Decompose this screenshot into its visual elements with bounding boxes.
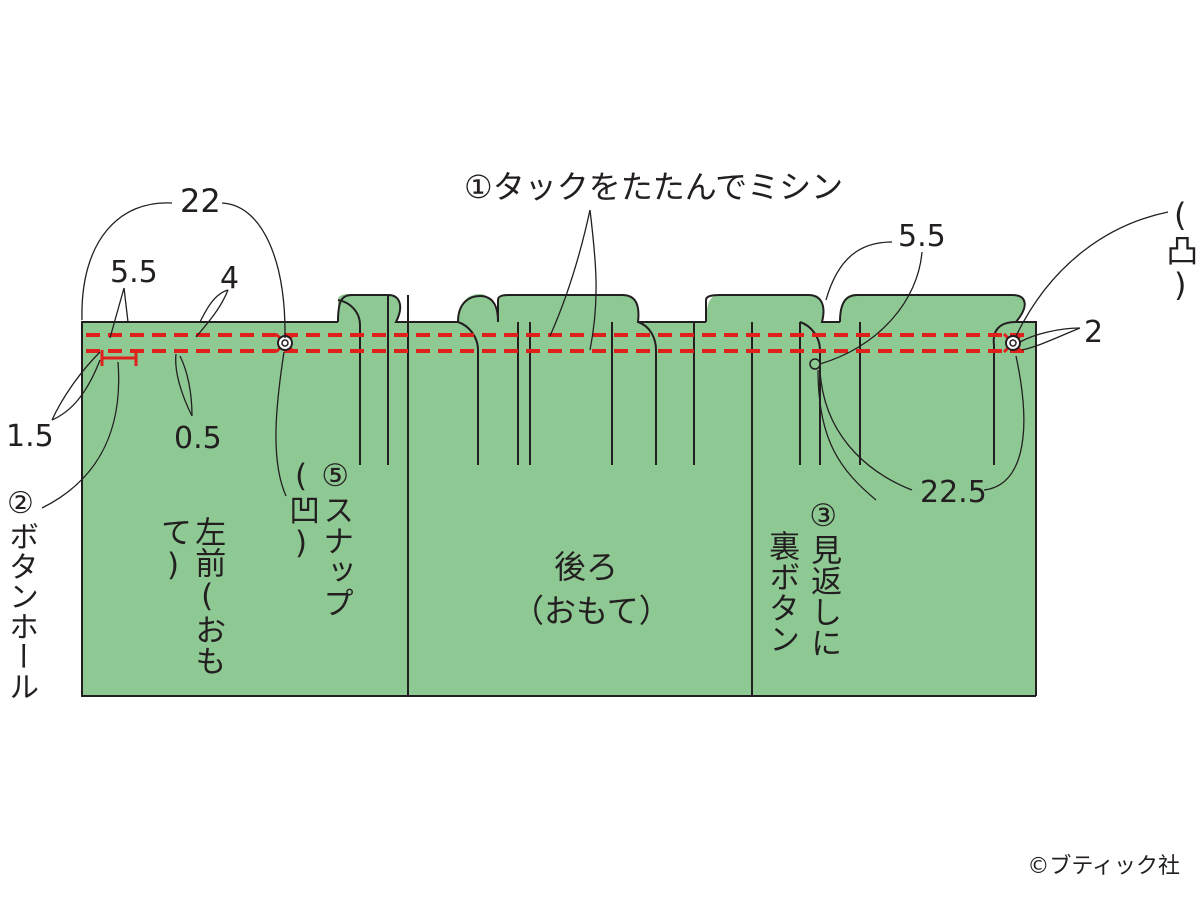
back-panel-label: 後ろ — [554, 548, 618, 586]
step-snap-female-label: ⑤スナップ(凹) — [283, 458, 354, 618]
dimension-5-5-right: 5.5 — [898, 219, 946, 254]
step-snap-male-label: ④見返しにスナップ(凸) — [1161, 196, 1200, 490]
dimension-22: 22 — [180, 182, 221, 220]
right-panel-label-line2: 裏ボタン — [763, 530, 800, 654]
leader-lines — [41, 202, 1169, 509]
dimension-4: 4 — [220, 261, 239, 296]
step-tuck-label: ①タックをたたんでミシン — [464, 168, 843, 206]
right-panel-label-line1: ③見返しに — [805, 498, 842, 658]
step-buttonhole-label: ②ボタンホール — [3, 486, 38, 701]
back-panel-sub-label: （おもて） — [512, 592, 671, 630]
button-icon — [809, 358, 821, 370]
buttonhole-mark — [100, 350, 138, 366]
snap-icon-right — [1002, 332, 1024, 354]
dimension-0-5: 0.5 — [174, 421, 222, 456]
copyright-text: ©ブティック社 — [1027, 854, 1180, 879]
dimension-2: 2 — [1084, 315, 1103, 350]
fabric-outline — [81, 294, 1037, 697]
dimension-1-5: 1.5 — [6, 419, 54, 454]
dimension-5-5-left: 5.5 — [110, 255, 158, 290]
left-front-panel-label: 左前(おもて) — [155, 516, 226, 676]
dimension-22-5: 22.5 — [920, 475, 987, 510]
stitch-lines — [86, 333, 1032, 353]
fabric-main — [82, 294, 1036, 696]
